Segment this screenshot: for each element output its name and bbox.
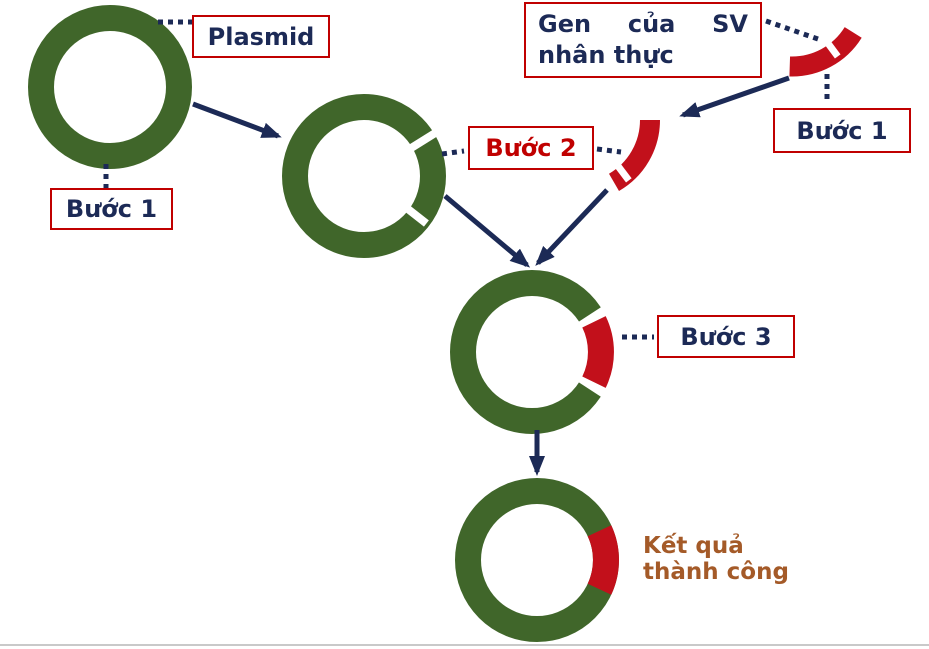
result-line1: Kết quả [643,533,744,559]
fragment-cut-slit [610,157,632,183]
plasmid-ring-4-final [455,478,619,642]
dotted-connector-ring2-step2 [441,148,465,157]
plasmid-ring-3-recombinant [450,270,617,434]
gene-fragment-2 [608,119,660,192]
gene-label-line1: Gen của SV [538,9,748,40]
step2-label: Bước 2 [485,134,577,162]
result-line2: thành công [643,559,789,585]
step1-right-label: Bước 1 [796,116,888,145]
dotted-connector-gene-box-fragment [765,18,819,42]
arrow-plasmid1-to-plasmid2 [192,101,282,139]
step2-label-box: Bước 2 [468,126,594,170]
arrow-fragment2-to-plasmid3 [535,188,609,266]
step1-right-label-box: Bước 1 [773,108,911,153]
step3-label: Bước 3 [680,322,772,351]
dotted-connector-step2-fragment [596,146,622,155]
result-caption: Kết quả thành công [643,533,813,585]
gene-insert-segment [582,316,614,388]
enzyme-cut-slit [407,127,441,153]
plasmid-ring-2-cut [282,94,446,258]
arrow-fragment1-to-fragment2 [679,75,790,118]
gene-integrated-segment [587,525,619,595]
gene-word-3: SV [712,10,748,38]
plasmid-label-box: Plasmid [192,15,330,58]
step1-left-label: Bước 1 [65,195,158,223]
plasmid-ring-1 [28,5,192,169]
gene-label-line2: nhân thực [538,41,674,69]
step3-label-box: Bước 3 [657,315,795,358]
eukaryote-gene-label-box: Gen của SV nhân thực [524,2,762,78]
arrow-plasmid2-to-plasmid3 [443,194,531,268]
enzyme-cut-slit [397,199,429,227]
plasmid-label: Plasmid [207,22,315,51]
fragment-cut-slit [819,33,841,59]
bottom-divider-line [0,644,929,646]
step1-left-label-box: Bước 1 [50,188,173,230]
gene-word-1: Gen [538,10,592,38]
gene-word-2: của [627,10,676,38]
gene-fragment-1 [789,26,862,77]
